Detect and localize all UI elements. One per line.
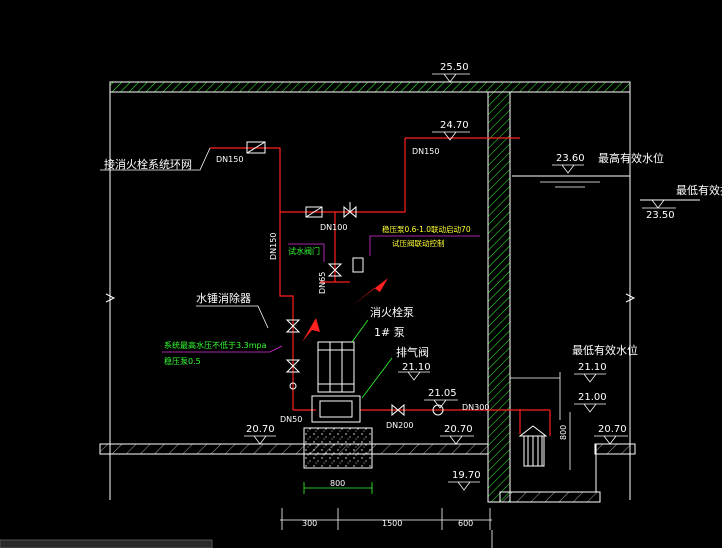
dim-label-d2: 1500 bbox=[382, 519, 402, 528]
pipe-top-header bbox=[210, 147, 294, 410]
break-mark-left bbox=[105, 293, 116, 303]
note-green-2: 稳压泵0.5 bbox=[164, 356, 201, 366]
pipework bbox=[210, 137, 551, 436]
label-pump-no: 1# 泵 bbox=[374, 326, 405, 339]
elev-floor-left: 20.70 bbox=[246, 424, 275, 435]
check-valve-bypass[interactable] bbox=[305, 206, 323, 218]
label-min-water: 最低有效水位 bbox=[572, 343, 638, 357]
valves bbox=[246, 141, 548, 467]
label-air-valve: 排气阀 bbox=[396, 345, 429, 359]
label-pump: 消火栓泵 bbox=[370, 305, 414, 319]
pressure-switch[interactable] bbox=[352, 257, 364, 273]
note-yellow-2: 试压阀联动控制 bbox=[392, 238, 445, 248]
tank-floor bbox=[594, 443, 636, 455]
label-test-valve: 试水阀门 bbox=[288, 246, 320, 256]
tank-wall bbox=[487, 91, 511, 503]
arrow-up-left bbox=[302, 318, 320, 342]
label-dn300: DN300 bbox=[462, 403, 489, 412]
elev-max-water: 23.60 bbox=[556, 153, 585, 164]
foot-strainer bbox=[523, 435, 545, 467]
label-dn150-a: DN150 bbox=[216, 155, 243, 164]
dim-label-pit: 800 bbox=[559, 425, 568, 440]
elev-min-water: 21.10 bbox=[578, 362, 607, 373]
label-dn150-b: DN150 bbox=[412, 147, 439, 156]
elev-pit-pipe: 21.00 bbox=[578, 392, 607, 403]
label-min-warning: 最低有效报 bbox=[676, 183, 722, 197]
label-max-water: 最高有效水位 bbox=[598, 151, 664, 165]
pipe-header-right bbox=[320, 138, 406, 213]
leader-test bbox=[288, 243, 325, 262]
check-valve-top[interactable] bbox=[246, 141, 266, 154]
dimension-lines bbox=[280, 372, 571, 530]
elev-pit-bottom: 19.70 bbox=[452, 470, 481, 481]
elev-pipe-top: 24.70 bbox=[440, 120, 469, 131]
suction-valve[interactable] bbox=[391, 403, 405, 417]
flow-arrows bbox=[302, 278, 388, 342]
note-yellow-1: 稳压泵0.6-1.0联动启动70 bbox=[382, 224, 471, 234]
elev-pump-center: 21.10 bbox=[402, 362, 431, 373]
elevation-marks bbox=[244, 73, 676, 491]
label-dn50: DN50 bbox=[280, 415, 302, 424]
leaders bbox=[100, 147, 480, 399]
break-mark-right bbox=[625, 293, 636, 303]
leader-pump bbox=[351, 319, 369, 343]
gate-valve-pump[interactable] bbox=[285, 319, 301, 333]
gate-valve-test[interactable] bbox=[327, 263, 343, 277]
fire-pump[interactable] bbox=[311, 341, 361, 423]
dim-label-base: 800 bbox=[330, 479, 345, 488]
label-dn65: DN65 bbox=[318, 272, 327, 294]
leader-green bbox=[162, 345, 283, 353]
elev-min-warning: 23.50 bbox=[646, 210, 675, 221]
elev-suction: 21.05 bbox=[428, 388, 457, 399]
pump-foundation bbox=[303, 427, 373, 469]
label-hammer: 水锤消除器 bbox=[196, 291, 251, 305]
dim-label-d3: 600 bbox=[458, 519, 473, 528]
elev-roof: 25.50 bbox=[440, 62, 469, 73]
leader-hammer bbox=[196, 305, 269, 329]
arrow-up-right bbox=[352, 278, 388, 306]
pit-floor bbox=[499, 491, 601, 503]
leader-loop bbox=[100, 147, 211, 171]
building-structure bbox=[99, 81, 700, 503]
label-to-loop: 接消火栓系统环网 bbox=[104, 157, 192, 171]
check-valve-pump[interactable] bbox=[285, 359, 301, 373]
label-dn150-v: DN150 bbox=[269, 233, 278, 260]
gauge-pump bbox=[289, 382, 297, 390]
sump-pit bbox=[509, 444, 597, 493]
annotations: 25.50 24.70 23.60 23.50 21.10 21.05 21.1… bbox=[104, 62, 722, 528]
note-green-1: 系统最高水压不低于3.3mpa bbox=[164, 340, 267, 350]
label-dn100: DN100 bbox=[320, 223, 347, 232]
dim-label-d1: 300 bbox=[302, 519, 317, 528]
leader-yellow bbox=[369, 235, 480, 256]
roof-slab bbox=[109, 81, 631, 93]
elev-floor-mid: 20.70 bbox=[444, 424, 473, 435]
pump-motor bbox=[317, 341, 355, 393]
pump-casing bbox=[311, 395, 361, 423]
status-strip bbox=[0, 539, 213, 548]
leader-air bbox=[361, 357, 393, 399]
concrete-base bbox=[303, 427, 373, 469]
pump-room-floor bbox=[99, 443, 489, 455]
label-dn200: DN200 bbox=[386, 421, 413, 430]
elev-floor-right: 20.70 bbox=[598, 424, 627, 435]
gate-valve-bypass[interactable] bbox=[343, 205, 357, 219]
foot-valve bbox=[518, 425, 548, 437]
